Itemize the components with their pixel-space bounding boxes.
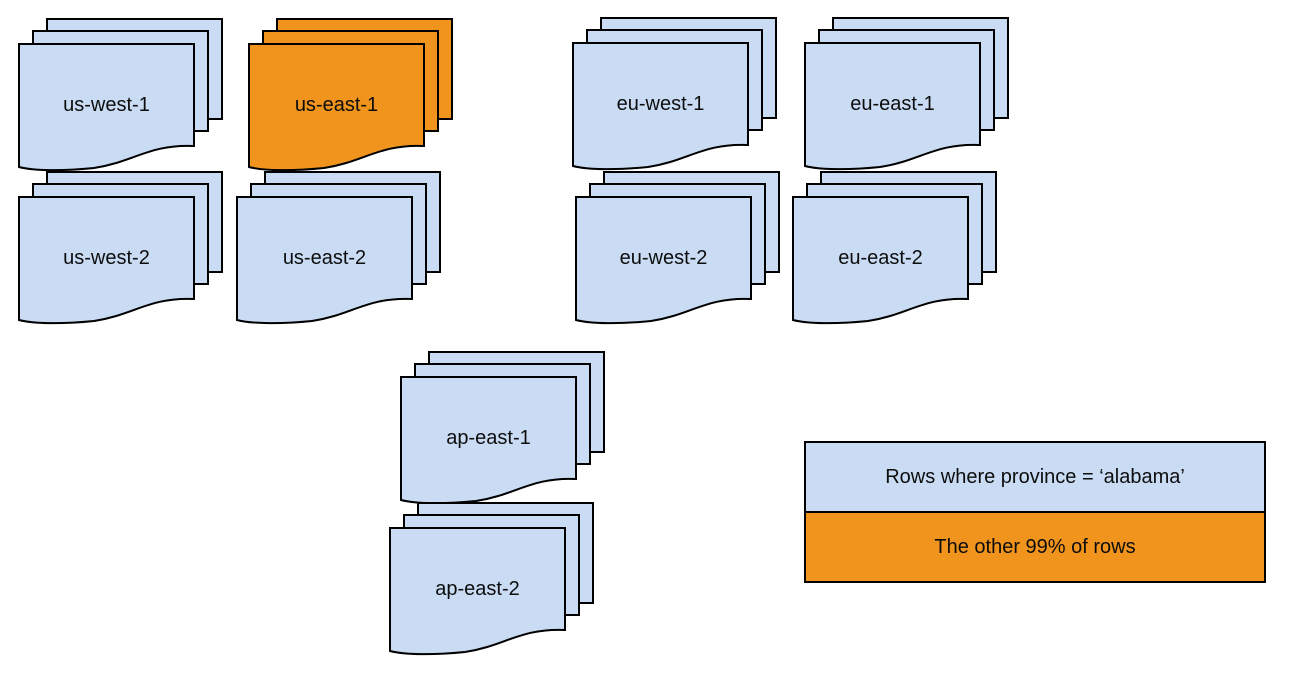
legend-item-label: Rows where province = ‘alabama’ — [885, 465, 1185, 488]
document-stack-icon — [400, 351, 605, 505]
document-page-front — [389, 527, 566, 656]
document-stack-icon — [804, 17, 1009, 171]
document-page-front — [572, 42, 749, 171]
document-stack-icon — [248, 18, 453, 172]
stack-label: eu-west-2 — [619, 247, 708, 269]
document-page-front — [248, 43, 425, 172]
stack-label: us-east-2 — [282, 247, 367, 269]
document-page-front — [575, 196, 752, 325]
document-stack-icon — [18, 18, 223, 172]
document-stack: us-east-2 — [236, 171, 442, 325]
document-stack: eu-west-2 — [575, 171, 781, 325]
document-page-front — [400, 376, 577, 505]
document-stack-icon — [236, 171, 441, 325]
document-page-front — [804, 42, 981, 171]
stack-label: ap-east-1 — [446, 427, 531, 449]
legend-item: The other 99% of rows — [806, 511, 1264, 581]
document-stack-icon — [792, 171, 997, 325]
stack-label: eu-east-2 — [838, 247, 923, 269]
legend-item: Rows where province = ‘alabama’ — [806, 443, 1264, 511]
document-page-front — [18, 196, 195, 325]
document-page-front — [236, 196, 413, 325]
document-stack-icon — [389, 502, 594, 656]
stack-label: ap-east-2 — [435, 578, 520, 600]
stack-label: eu-west-1 — [616, 93, 705, 115]
stack-label: us-west-2 — [63, 247, 150, 269]
stack-label: us-east-1 — [294, 94, 379, 116]
document-stack: us-west-2 — [18, 171, 224, 325]
document-stack: us-west-1 — [18, 18, 224, 172]
document-stack: us-east-1 — [248, 18, 454, 172]
document-page-front — [792, 196, 969, 325]
document-stack: ap-east-2 — [389, 502, 595, 656]
document-stack-icon — [18, 171, 223, 325]
document-stack-icon — [575, 171, 780, 325]
legend: Rows where province = ‘alabama’ The othe… — [804, 441, 1266, 583]
document-stack-icon — [572, 17, 777, 171]
stack-label: us-west-1 — [63, 94, 150, 116]
document-stack: eu-east-1 — [804, 17, 1010, 171]
stack-label: eu-east-1 — [850, 93, 935, 115]
document-stack: eu-west-1 — [572, 17, 778, 171]
legend-item-label: The other 99% of rows — [934, 535, 1136, 558]
document-stack: ap-east-1 — [400, 351, 606, 505]
document-page-front — [18, 43, 195, 172]
document-stack: eu-east-2 — [792, 171, 998, 325]
